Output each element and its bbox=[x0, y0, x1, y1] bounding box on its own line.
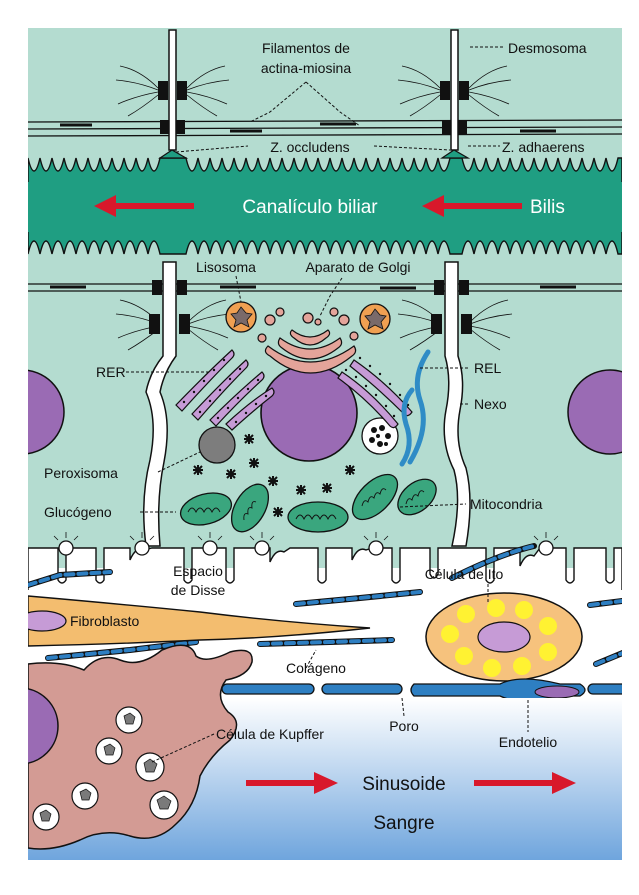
label-fibroblasto: Fibroblasto bbox=[70, 613, 139, 629]
hepatocyte-cytoplasm bbox=[28, 28, 622, 568]
glycogen-granules bbox=[193, 434, 355, 517]
label-endotelio: Endotelio bbox=[499, 734, 558, 750]
label-filamentos-line2: actina-miosina bbox=[261, 60, 351, 76]
microvilli-bumps bbox=[58, 540, 554, 556]
label-peroxisoma: Peroxisoma bbox=[44, 465, 118, 481]
label-desmosoma: Desmosoma bbox=[508, 40, 587, 56]
cell-membrane-right-lower bbox=[443, 261, 471, 547]
label-glucogeno: Glucógeno bbox=[44, 504, 112, 520]
labels: Filamentos de actina-miosina Desmosoma Z… bbox=[44, 40, 587, 834]
lysosome bbox=[225, 301, 257, 333]
label-z-adhaerens: Z. adhaerens bbox=[502, 139, 585, 155]
label-canaliculo-biliar: Canalículo biliar bbox=[242, 197, 378, 218]
golgi-apparatus bbox=[257, 307, 359, 374]
ito-cell bbox=[425, 592, 583, 682]
desmosome-lower-right bbox=[431, 280, 472, 334]
label-sangre: Sangre bbox=[373, 813, 434, 834]
label-nexo: Nexo bbox=[474, 396, 507, 412]
flow-arrow-right-icon bbox=[246, 772, 338, 794]
flow-arrow-left-icon bbox=[94, 195, 194, 217]
leader-lines bbox=[126, 46, 529, 763]
label-lisosoma: Lisosoma bbox=[196, 259, 256, 275]
peroxisome bbox=[198, 426, 236, 464]
lysosome bbox=[359, 303, 391, 335]
flow-arrow-right-icon bbox=[474, 772, 576, 794]
actin-filaments-top bbox=[28, 119, 622, 137]
label-colageno: Colágeno bbox=[286, 660, 346, 676]
kupffer-phagosomes bbox=[32, 706, 179, 831]
ribosomes bbox=[182, 356, 410, 424]
label-poro: Poro bbox=[389, 718, 419, 734]
mitochondria-cristae bbox=[187, 488, 425, 521]
label-celula-kupffer: Célula de Kupffer bbox=[216, 726, 324, 742]
label-filamentos-line1: Filamentos de bbox=[262, 40, 350, 56]
kupffer-nucleus bbox=[28, 688, 59, 764]
endothelial-nucleus bbox=[534, 685, 580, 699]
label-mitocondria: Mitocondria bbox=[470, 496, 543, 512]
fibroblast bbox=[28, 595, 371, 647]
label-sinusoide: Sinusoide bbox=[362, 774, 445, 795]
rough-endoplasmic-reticulum bbox=[175, 349, 413, 431]
fibroblast-nucleus bbox=[28, 610, 67, 632]
flow-arrow-left-icon bbox=[422, 195, 522, 217]
desmosome-upper-left bbox=[158, 81, 187, 134]
label-de-disse: de Disse bbox=[171, 582, 226, 598]
cell-membrane-right-upper bbox=[450, 29, 459, 151]
label-bilis: Bilis bbox=[530, 197, 565, 218]
label-rel: REL bbox=[474, 360, 501, 376]
label-z-occludens: Z. occludens bbox=[270, 139, 349, 155]
cell-membrane-left-upper bbox=[168, 29, 177, 151]
label-rer: RER bbox=[96, 364, 126, 380]
label-espacio: Espacio bbox=[173, 563, 223, 579]
label-aparato-golgi: Aparato de Golgi bbox=[305, 259, 410, 275]
smooth-endoplasmic-reticulum bbox=[399, 349, 431, 467]
cell-membrane-left-lower bbox=[143, 261, 177, 547]
nucleus-neighbor-left bbox=[28, 369, 65, 455]
microvilli-hairs bbox=[53, 532, 559, 541]
nucleus-neighbor-right bbox=[567, 369, 622, 455]
label-celula-ito: Célula de Ito bbox=[425, 566, 504, 582]
lysosome bbox=[361, 417, 399, 455]
collagen-fibres bbox=[28, 543, 622, 667]
desmosome-lower-left bbox=[149, 280, 190, 334]
desmosome-upper-right bbox=[440, 81, 469, 134]
